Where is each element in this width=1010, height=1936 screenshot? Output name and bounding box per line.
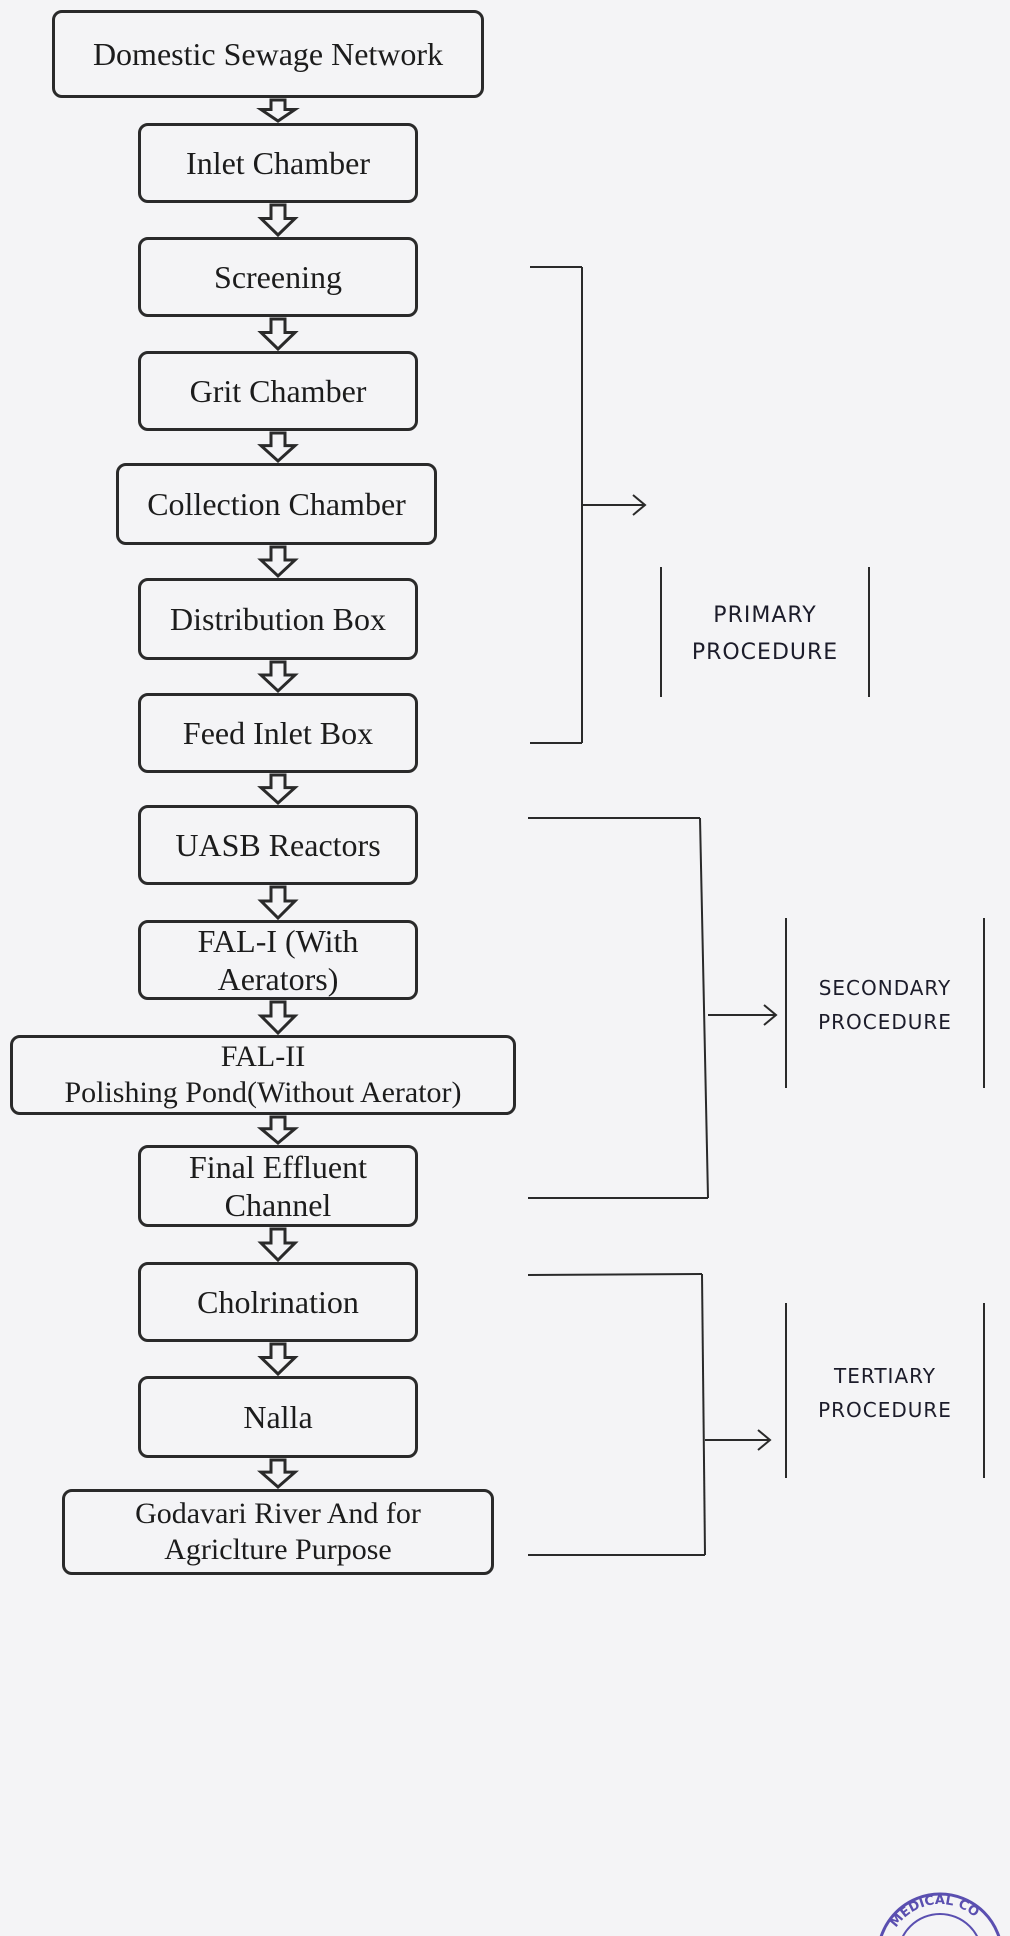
down-arrow	[257, 1458, 299, 1489]
primary-pointer-head	[632, 494, 647, 516]
down-arrow	[257, 1342, 299, 1377]
step-label: Distribution Box	[169, 600, 386, 637]
down-arrow	[257, 203, 299, 238]
step-label: UASB Reactors	[175, 826, 381, 863]
tertiary-procedure-box	[785, 1303, 985, 1478]
secondary-pointer-head	[763, 1004, 778, 1026]
down-arrow	[256, 1115, 300, 1145]
procedure-label-line: PRIMARY	[713, 602, 817, 628]
step-uasb-reactors: UASB Reactors	[138, 805, 418, 885]
step-label: Screening	[214, 258, 342, 295]
tertiary-procedure-label: TERTIARY PROCEDURE	[785, 1359, 985, 1427]
step-distribution-box: Distribution Box	[138, 578, 418, 660]
step-domestic-sewage-network: Domestic Sewage Network	[52, 10, 484, 98]
step-label: Cholrination	[197, 1283, 359, 1320]
college-seal-stamp: MEDICAL CO	[879, 1892, 1001, 1936]
down-arrow	[257, 545, 299, 579]
step-label: Godavari River And for	[135, 1497, 421, 1530]
step-label: Inlet Chamber	[186, 144, 370, 181]
step-label: FAL-I (With	[197, 922, 359, 959]
down-arrow	[257, 431, 299, 464]
step-label: Channel	[224, 1187, 332, 1223]
step-collection-chamber: Collection Chamber	[116, 463, 437, 545]
down-arrow	[257, 660, 299, 694]
secondary-bracket-spine	[699, 817, 709, 1199]
secondary-procedure-label: SECONDARY PROCEDURE	[785, 971, 985, 1039]
tertiary-bracket-top	[527, 1273, 703, 1276]
down-arrow	[257, 885, 299, 921]
procedure-label-line: PROCEDURE	[818, 1397, 952, 1422]
primary-procedure-box	[660, 567, 870, 697]
step-inlet-chamber: Inlet Chamber	[138, 123, 418, 203]
tertiary-pointer-head	[757, 1429, 772, 1451]
down-arrow	[257, 317, 299, 352]
step-feed-inlet-box: Feed Inlet Box	[138, 693, 418, 773]
step-label: Grit Chamber	[189, 372, 367, 409]
step-label: Domestic Sewage Network	[92, 35, 444, 72]
step-grit-chamber: Grit Chamber	[138, 351, 418, 431]
secondary-procedure-box	[785, 918, 985, 1088]
tertiary-bracket-spine	[701, 1273, 706, 1556]
primary-procedure-label: PRIMARY PROCEDURE	[660, 597, 870, 672]
step-label: Polishing Pond(Without Aerator)	[64, 1076, 462, 1109]
step-label: FAL-II	[220, 1040, 306, 1073]
step-label: Agriclture Purpose	[164, 1533, 392, 1566]
procedure-label-line: PROCEDURE	[818, 1010, 952, 1034]
step-label: Final Effluent	[188, 1148, 368, 1185]
step-nalla: Nalla	[138, 1376, 418, 1458]
step-cholrination: Cholrination	[138, 1262, 418, 1342]
step-screening: Screening	[138, 237, 418, 317]
procedure-label-line: SECONDARY	[818, 976, 952, 1000]
step-label: Nalla	[243, 1398, 313, 1435]
down-arrow	[257, 773, 299, 806]
procedure-label-line: TERTIARY	[834, 1363, 936, 1388]
step-label: Aerators)	[217, 961, 339, 997]
down-arrow	[257, 1227, 299, 1263]
down-arrow	[256, 98, 300, 123]
step-label: Collection Chamber	[147, 485, 406, 522]
down-arrow	[257, 1000, 299, 1036]
procedure-label-line: PROCEDURE	[691, 640, 839, 666]
step-label: Feed Inlet Box	[182, 714, 374, 751]
